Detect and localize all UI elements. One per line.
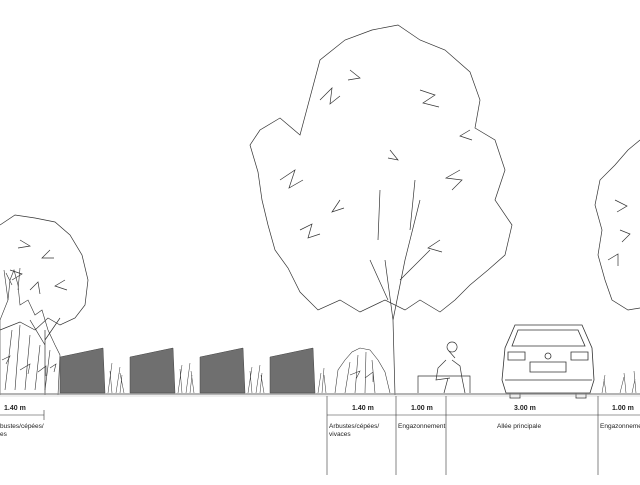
dimension-lines <box>0 396 640 475</box>
middle-shrub <box>334 347 391 394</box>
caption-line: Allée principale <box>497 423 542 430</box>
dimension-caption: Allée principale <box>497 423 541 431</box>
planter-box <box>199 347 246 394</box>
grass-tufts <box>107 362 327 394</box>
dimension-caption: Engazonnement <box>398 423 445 431</box>
dimension-value: 1.00 m <box>612 405 634 412</box>
dimension-value: 1.00 m <box>411 405 433 412</box>
dimension-caption: Arbustes/cépées/ vivaces <box>329 423 379 439</box>
right-tree <box>594 139 640 311</box>
dimension-value: 1.40 m <box>4 405 26 412</box>
large-tree <box>249 24 513 396</box>
caption-line: vivaces <box>329 431 351 438</box>
planter-box <box>59 347 106 394</box>
left-shrubs <box>0 267 61 396</box>
planter-boxes <box>59 347 316 394</box>
caption-line: Arbustes/cépées/ <box>329 423 380 430</box>
caption-line: bustes/cépées/ <box>0 423 44 430</box>
right-grass <box>601 370 637 394</box>
planter-box <box>129 347 176 394</box>
caption-line: Engazonnement <box>398 423 446 430</box>
dimension-caption: bustes/cépées/ es <box>0 423 44 439</box>
caption-line: es <box>0 431 7 438</box>
left-tree <box>0 214 89 395</box>
bench-with-person <box>417 341 471 394</box>
car <box>501 324 595 399</box>
dimension-value: 3.00 m <box>514 405 536 412</box>
planter-box <box>269 347 316 394</box>
caption-line: Engazonneme <box>600 423 640 430</box>
dimension-value: 1.40 m <box>352 405 374 412</box>
dimension-caption: Engazonneme <box>600 423 640 431</box>
